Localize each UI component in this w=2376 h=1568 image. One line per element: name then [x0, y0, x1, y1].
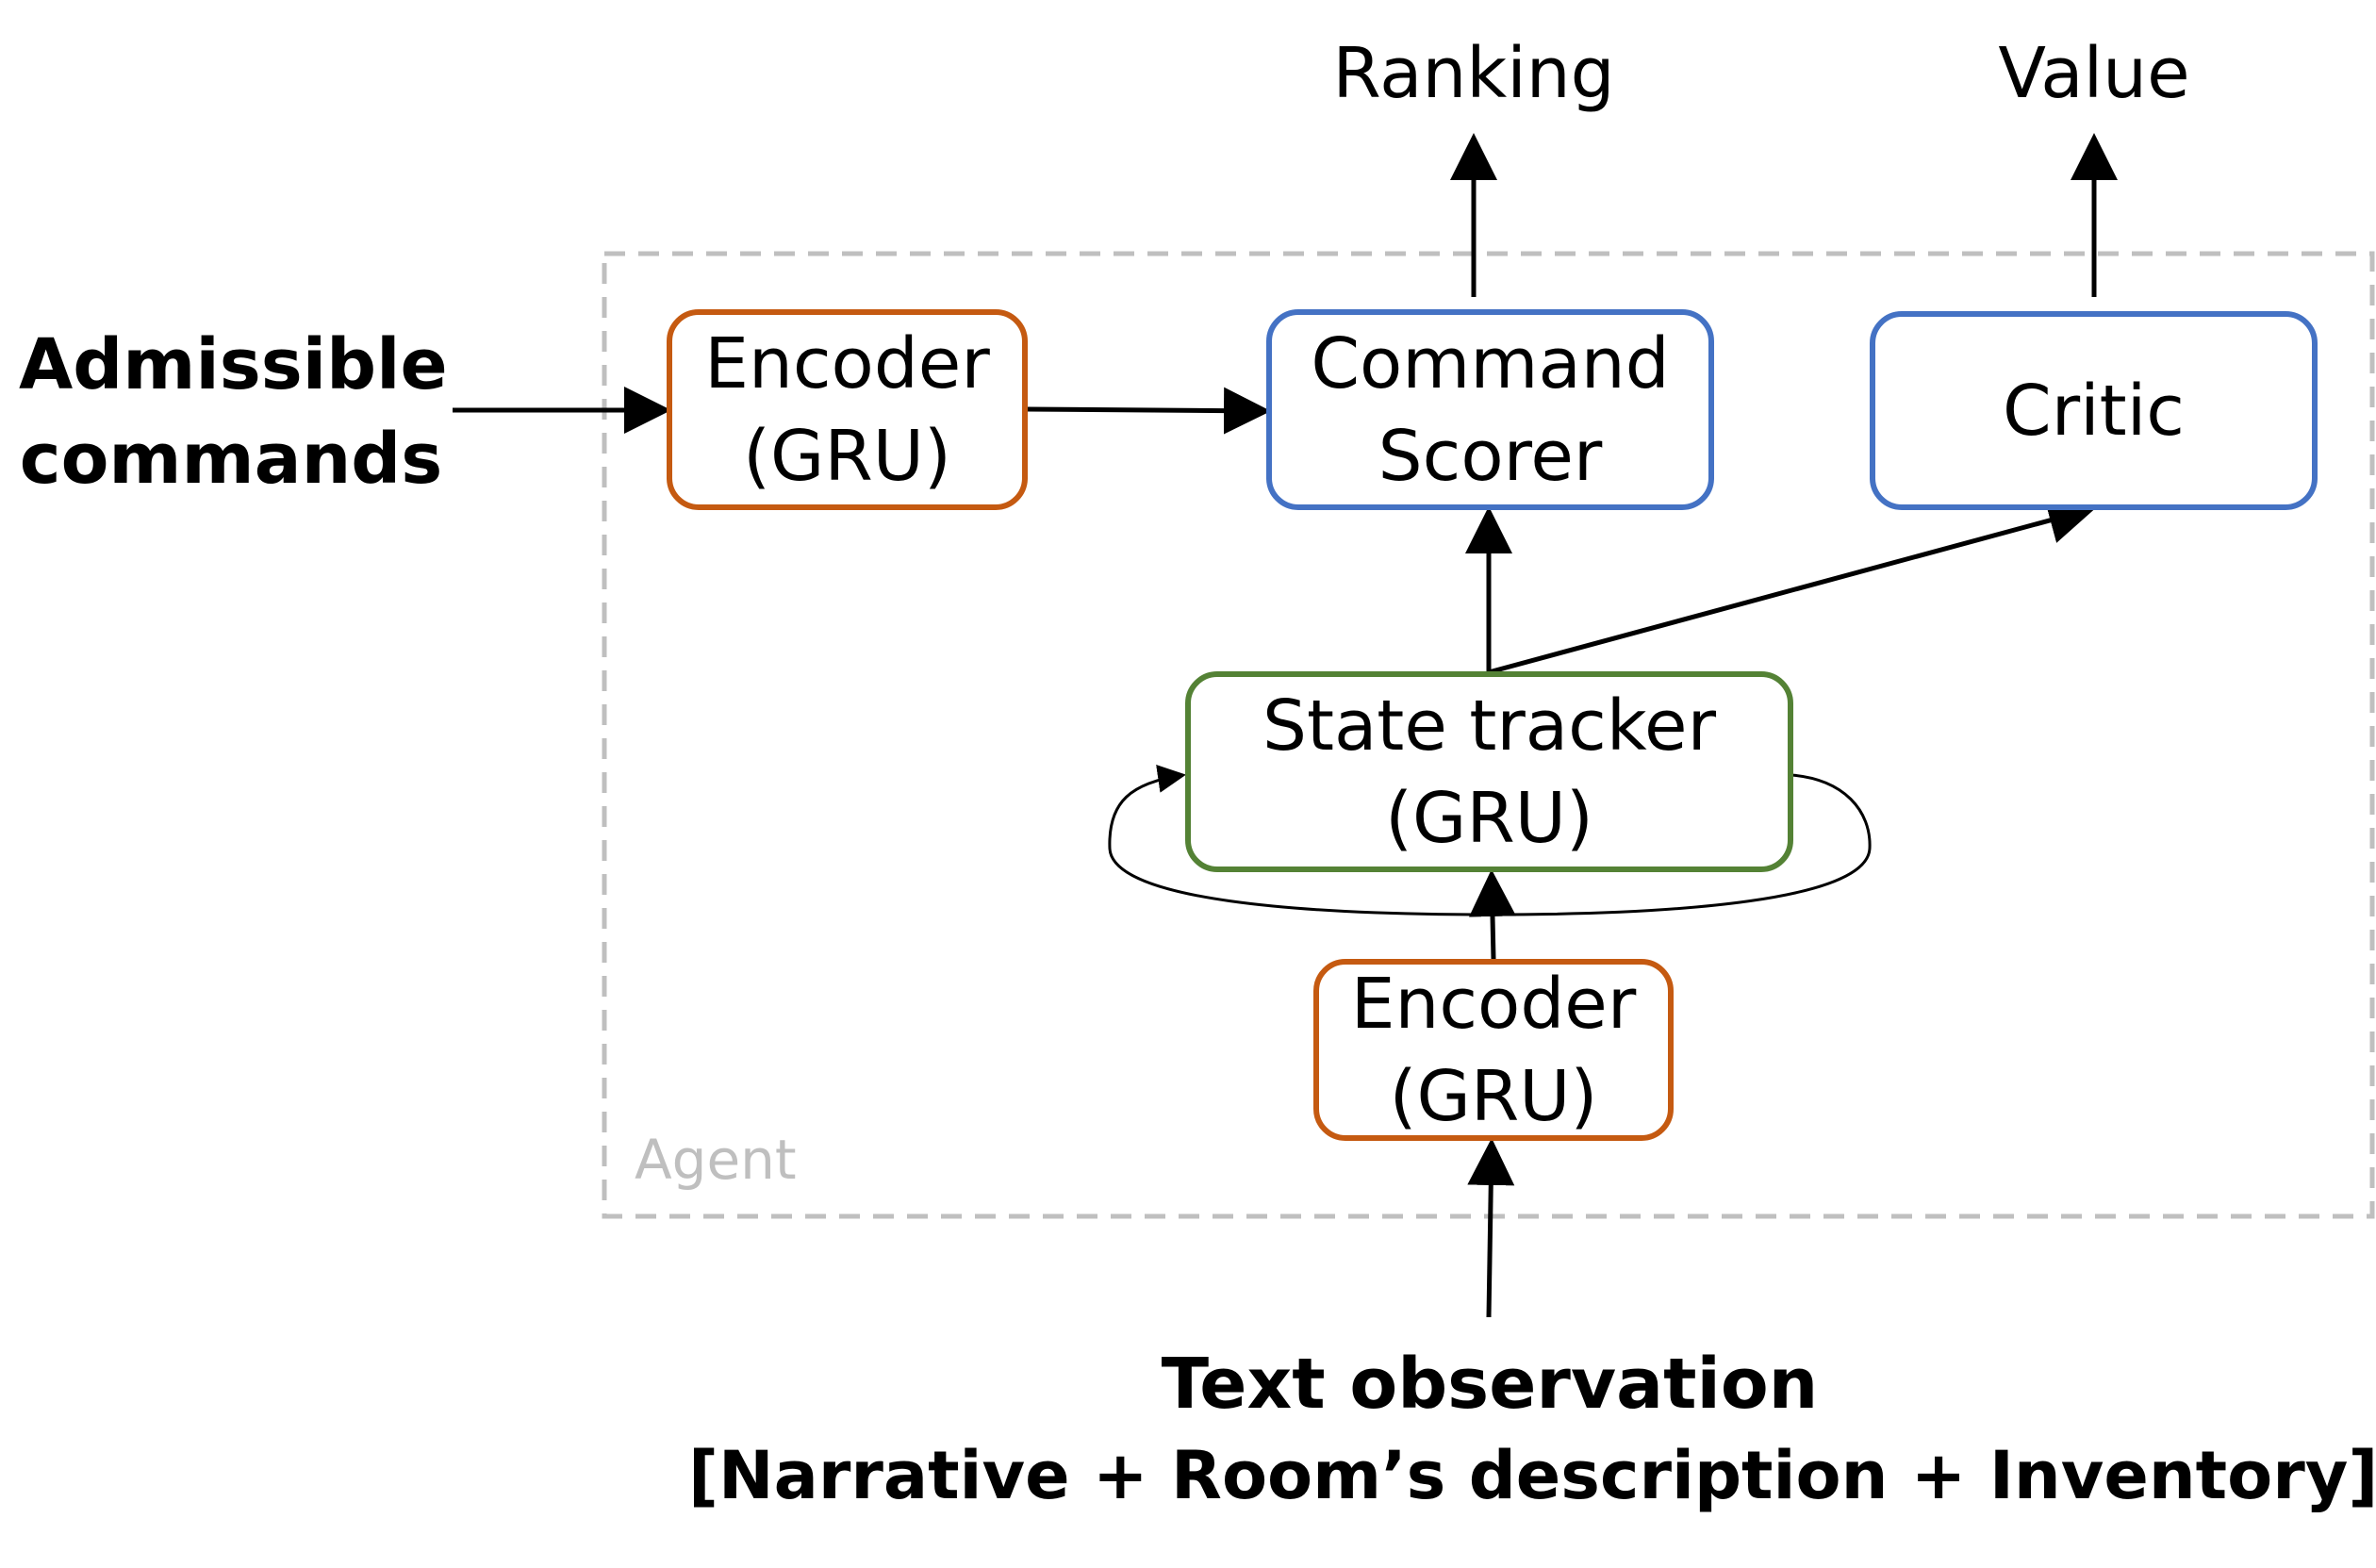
- text-observation-label-line1: Text observation: [1161, 1344, 1819, 1425]
- arrow-state-to-critic: [1488, 497, 2096, 675]
- text-observation-label-line2: [Narrative + Room’s description + Invent…: [688, 1437, 2376, 1514]
- command-scorer-label-line2: Scorer: [1378, 415, 1603, 497]
- arrow-encoder-to-state: [1469, 869, 1516, 960]
- state-recurrent-loop: [1108, 765, 1872, 916]
- ranking-output-label: Ranking: [1332, 33, 1615, 114]
- command-scorer-box: Command Scorer: [1266, 309, 1714, 510]
- admissible-commands-line1: Admissible: [19, 324, 448, 405]
- admissible-commands-line2: commands: [19, 419, 443, 500]
- value-output-label: Value: [1998, 33, 2190, 114]
- encoder-top-label-line2: (GRU): [743, 415, 951, 497]
- state-tracker-label-line2: (GRU): [1385, 777, 1593, 859]
- encoder-bottom-label-line1: Encoder: [1350, 963, 1637, 1045]
- arrow-encoder-to-scorer: [1027, 387, 1271, 435]
- encoder-box-top: Encoder (GRU): [667, 309, 1028, 510]
- encoder-bottom-label-line2: (GRU): [1389, 1055, 1598, 1137]
- agent-label: Agent: [635, 1128, 797, 1192]
- critic-label: Critic: [2003, 370, 2185, 452]
- critic-box: Critic: [1870, 311, 2318, 510]
- state-tracker-label-line1: State tracker: [1262, 685, 1717, 767]
- encoder-box-bottom: Encoder (GRU): [1313, 959, 1674, 1141]
- encoder-top-label-line1: Encoder: [704, 322, 990, 404]
- arrow-observation-to-encoder: [1467, 1138, 1515, 1318]
- state-tracker-box: State tracker (GRU): [1185, 671, 1793, 872]
- command-scorer-label-line1: Command: [1311, 322, 1670, 404]
